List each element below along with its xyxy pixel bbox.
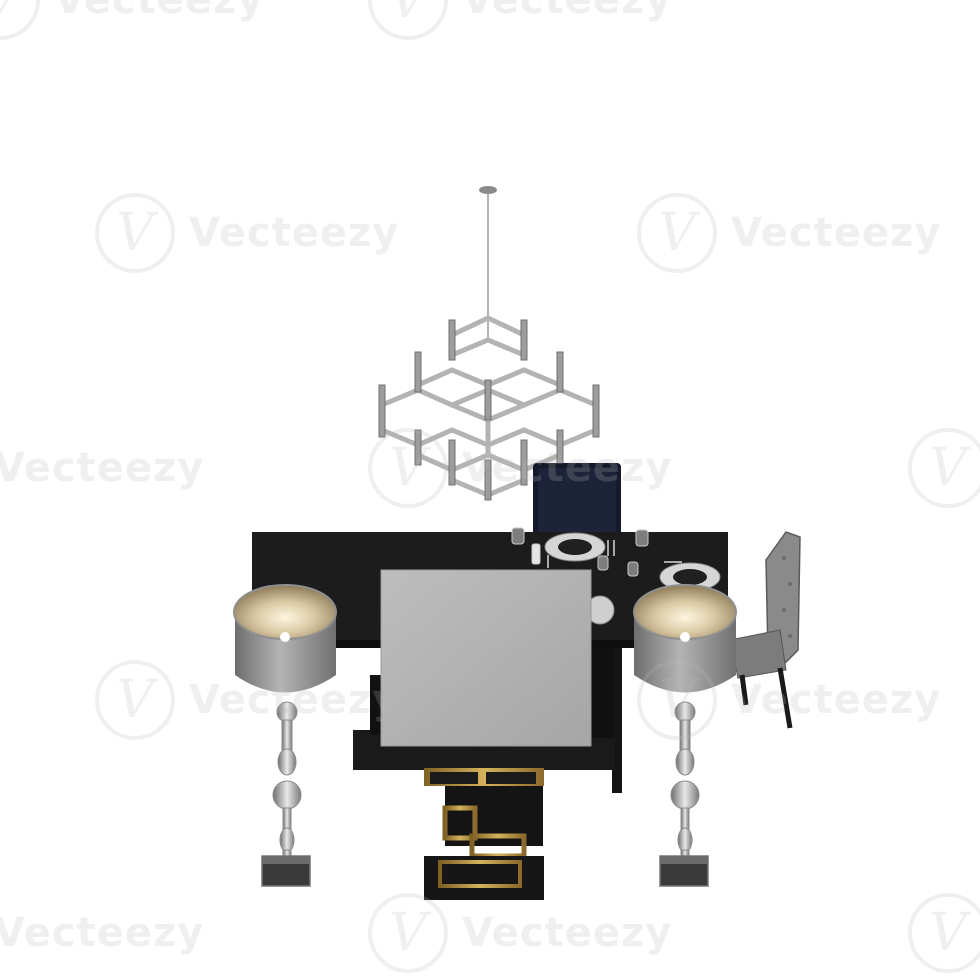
glassware <box>511 527 649 577</box>
lamp-shade-opening <box>633 584 737 640</box>
lamp-stem <box>670 701 700 861</box>
chandelier <box>378 186 600 501</box>
place-settings <box>511 527 721 625</box>
chair-seat <box>729 629 787 679</box>
lamp-stem <box>272 701 302 861</box>
chandelier-candles <box>378 319 600 501</box>
back-chair <box>533 463 621 543</box>
table-leg <box>612 648 622 793</box>
ceiling-canopy <box>479 186 497 194</box>
lamp-shade-opening <box>233 584 337 640</box>
floor-lamp-right <box>633 584 737 887</box>
floor-lamp-left <box>233 584 337 887</box>
side-chair <box>729 531 801 729</box>
blank-canvas-artwork <box>380 569 592 747</box>
